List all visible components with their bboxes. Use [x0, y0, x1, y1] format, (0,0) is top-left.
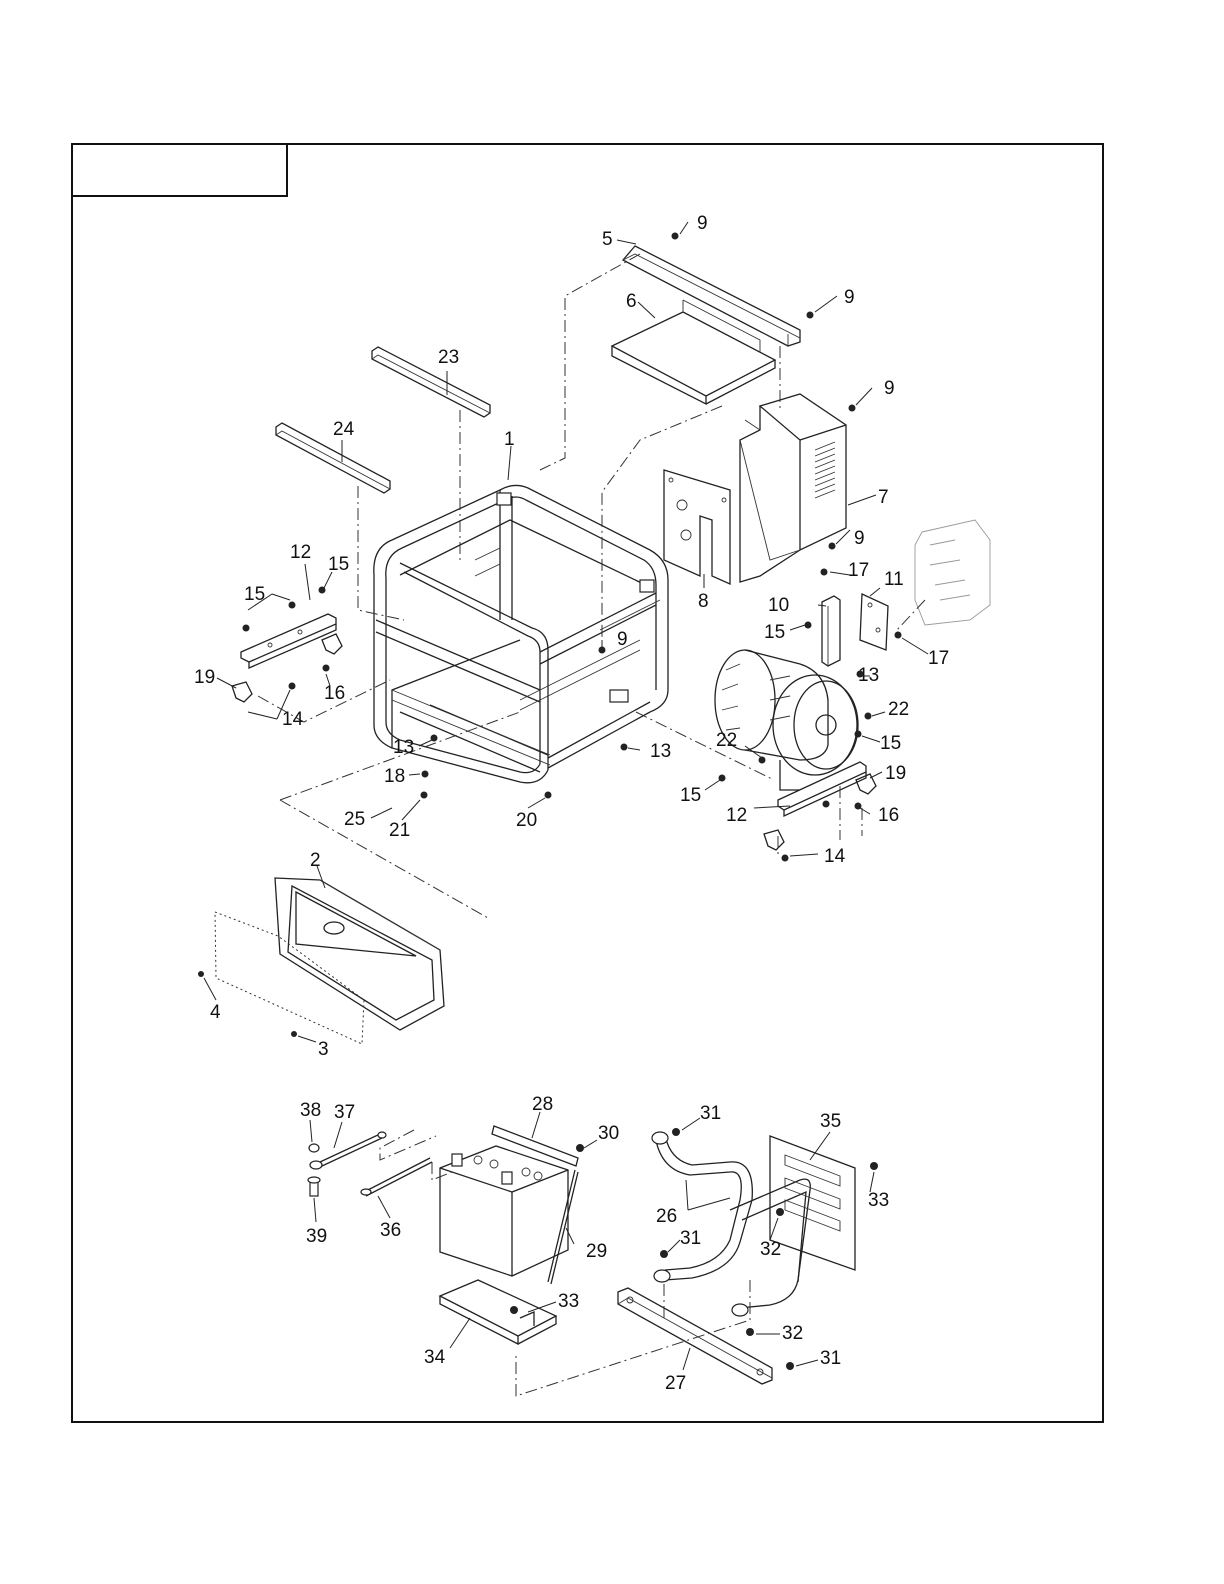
- label-part-28: 28: [532, 1094, 553, 1115]
- label-part-3: 3: [318, 1039, 329, 1060]
- part-19-left-mount: [231, 633, 343, 703]
- label-part-34: 34: [424, 1347, 446, 1368]
- label-part-22a: 22: [888, 699, 909, 720]
- label-part-27: 27: [665, 1373, 686, 1394]
- label-part-9c: 9: [884, 378, 895, 399]
- label-part-19a: 19: [194, 667, 215, 688]
- label-part-15a: 15: [244, 584, 265, 605]
- part-35-plate: [769, 1135, 856, 1271]
- label-part-22b: 22: [716, 730, 737, 751]
- part-39-bolt: [307, 1176, 321, 1197]
- label-part-36: 36: [380, 1220, 401, 1241]
- label-part-1: 1: [504, 429, 515, 450]
- label-part-31a: 31: [700, 1103, 721, 1124]
- part-23-bar: [371, 346, 491, 418]
- part-10-bracket: [821, 595, 841, 667]
- part-29-rod: [547, 1169, 579, 1285]
- gasket-plate: [214, 911, 365, 1045]
- label-part-14b: 14: [824, 846, 846, 867]
- label-part-31b: 31: [680, 1228, 701, 1249]
- part-5-top-bracket: [621, 245, 801, 347]
- label-part-19b: 19: [885, 763, 906, 784]
- label-part-15c: 15: [764, 622, 785, 643]
- label-part-32b: 32: [782, 1323, 803, 1344]
- label-part-33a: 33: [868, 1190, 889, 1211]
- label-part-37: 37: [334, 1102, 355, 1123]
- part-24-bar: [275, 422, 391, 494]
- label-part-18: 18: [384, 766, 405, 787]
- label-part-17a: 17: [848, 560, 869, 581]
- battery: [439, 1145, 569, 1277]
- label-part-9e: 9: [617, 629, 628, 650]
- label-part-13a: 13: [393, 737, 414, 758]
- label-part-24: 24: [333, 419, 355, 440]
- label-part-2: 2: [310, 850, 321, 871]
- label-part-32a: 32: [760, 1239, 781, 1260]
- label-part-25: 25: [344, 809, 365, 830]
- label-part-35: 35: [820, 1111, 841, 1132]
- part-labels: 1 2 3 4 5 6 7 8 9 9 9 9 9 10 11 12 12 13…: [194, 213, 949, 1394]
- label-part-5: 5: [602, 229, 613, 250]
- label-part-31c: 31: [820, 1348, 841, 1369]
- diagram-frame: [71, 143, 1104, 1423]
- label-part-13b: 13: [650, 741, 671, 762]
- label-part-12b: 12: [726, 805, 747, 826]
- label-part-17b: 17: [928, 648, 949, 669]
- label-part-15e: 15: [880, 733, 901, 754]
- part-36-cable: [360, 1157, 433, 1197]
- label-part-20: 20: [516, 810, 537, 831]
- leader-lines: [203, 221, 929, 1371]
- label-part-29: 29: [586, 1241, 607, 1262]
- label-part-15d: 15: [680, 785, 701, 806]
- label-part-11: 11: [884, 569, 904, 590]
- part-34-battery-tray: [438, 1279, 558, 1346]
- label-part-9a: 9: [697, 213, 708, 234]
- part-37-cable: [309, 1131, 387, 1170]
- engine-outline: [914, 519, 991, 626]
- label-part-23: 23: [438, 347, 459, 368]
- label-part-8: 8: [698, 591, 709, 612]
- part-1-frame: [373, 484, 669, 784]
- alternator: [714, 649, 859, 791]
- part-6-tray: [610, 299, 777, 406]
- label-part-10: 10: [768, 595, 789, 616]
- label-part-38: 38: [300, 1100, 321, 1121]
- part-38-nut: [308, 1143, 320, 1153]
- label-part-14a: 14: [282, 709, 304, 730]
- part-28-hold-bar: [491, 1125, 579, 1167]
- label-part-26: 26: [656, 1206, 677, 1227]
- label-part-29-30: 30: [598, 1123, 619, 1144]
- part-12-left-bracket: [240, 613, 337, 669]
- label-part-9d: 9: [854, 528, 865, 549]
- label-part-21: 21: [389, 820, 410, 841]
- label-part-39: 39: [306, 1226, 327, 1247]
- label-part-6: 6: [626, 291, 637, 312]
- label-part-9b: 9: [844, 287, 855, 308]
- vent-slots: [814, 441, 836, 499]
- label-part-15b: 15: [328, 554, 349, 575]
- part-8-panel: [663, 469, 731, 586]
- assembly-lines: [257, 253, 926, 1397]
- label-part-4: 4: [210, 1002, 221, 1023]
- label-part-7: 7: [878, 487, 889, 508]
- part-26-handle: [651, 1131, 811, 1317]
- label-part-13c: 13: [858, 665, 879, 686]
- part-27-bar: [617, 1287, 773, 1385]
- hardware: [198, 232, 902, 1370]
- part-11-bracket: [859, 593, 889, 651]
- part-2-muffler-housing: [274, 877, 445, 1031]
- label-part-16a: 16: [324, 683, 345, 704]
- part-12-right-bracket: [763, 761, 877, 851]
- part-7-control-box: [739, 393, 847, 583]
- label-part-12a: 12: [290, 542, 311, 563]
- label-part-33b: 33: [558, 1291, 579, 1312]
- title-box: [71, 143, 288, 197]
- label-part-16b: 16: [878, 805, 899, 826]
